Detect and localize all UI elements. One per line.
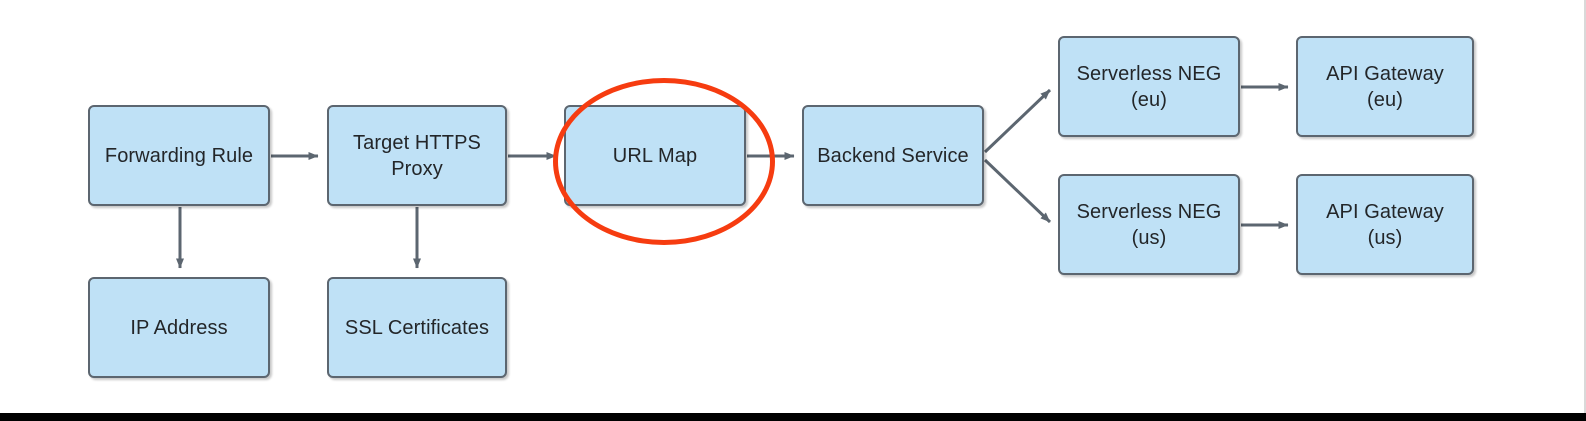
node-backend-service[interactable]: Backend Service [802, 105, 984, 206]
node-forwarding-rule[interactable]: Forwarding Rule [88, 105, 270, 206]
node-label-api-gateway-eu: API Gateway (eu) [1326, 62, 1444, 111]
canvas-right-edge [1584, 0, 1586, 413]
node-label-serverless-neg-eu: Serverless NEG (eu) [1076, 62, 1222, 111]
node-label-backend-service: Backend Service [817, 144, 969, 167]
node-serverless-neg-eu[interactable]: Serverless NEG (eu) [1058, 36, 1240, 137]
node-ssl-certificates[interactable]: SSL Certificates [327, 277, 507, 378]
node-label-target-https-proxy: Target HTTPS Proxy [353, 131, 481, 180]
node-label-ssl-certificates: SSL Certificates [344, 316, 490, 339]
connector-backend-service-to-serverless-neg-us [983, 158, 1052, 224]
node-target-https-proxy[interactable]: Target HTTPS Proxy [327, 105, 507, 206]
node-api-gateway-eu[interactable]: API Gateway (eu) [1296, 36, 1474, 137]
node-serverless-neg-us[interactable]: Serverless NEG (us) [1058, 174, 1240, 275]
node-label-url-map: URL Map [612, 144, 698, 167]
node-ip-address[interactable]: IP Address [88, 277, 270, 378]
canvas-bottom-bar [0, 413, 1586, 421]
node-label-api-gateway-us: API Gateway (us) [1326, 200, 1444, 249]
node-label-forwarding-rule: Forwarding Rule [104, 144, 254, 167]
connector-backend-service-to-serverless-neg-eu [983, 88, 1052, 154]
node-url-map[interactable]: URL Map [564, 105, 746, 206]
node-label-ip-address: IP Address [130, 316, 228, 339]
node-api-gateway-us[interactable]: API Gateway (us) [1296, 174, 1474, 275]
node-label-serverless-neg-us: Serverless NEG (us) [1076, 200, 1222, 249]
